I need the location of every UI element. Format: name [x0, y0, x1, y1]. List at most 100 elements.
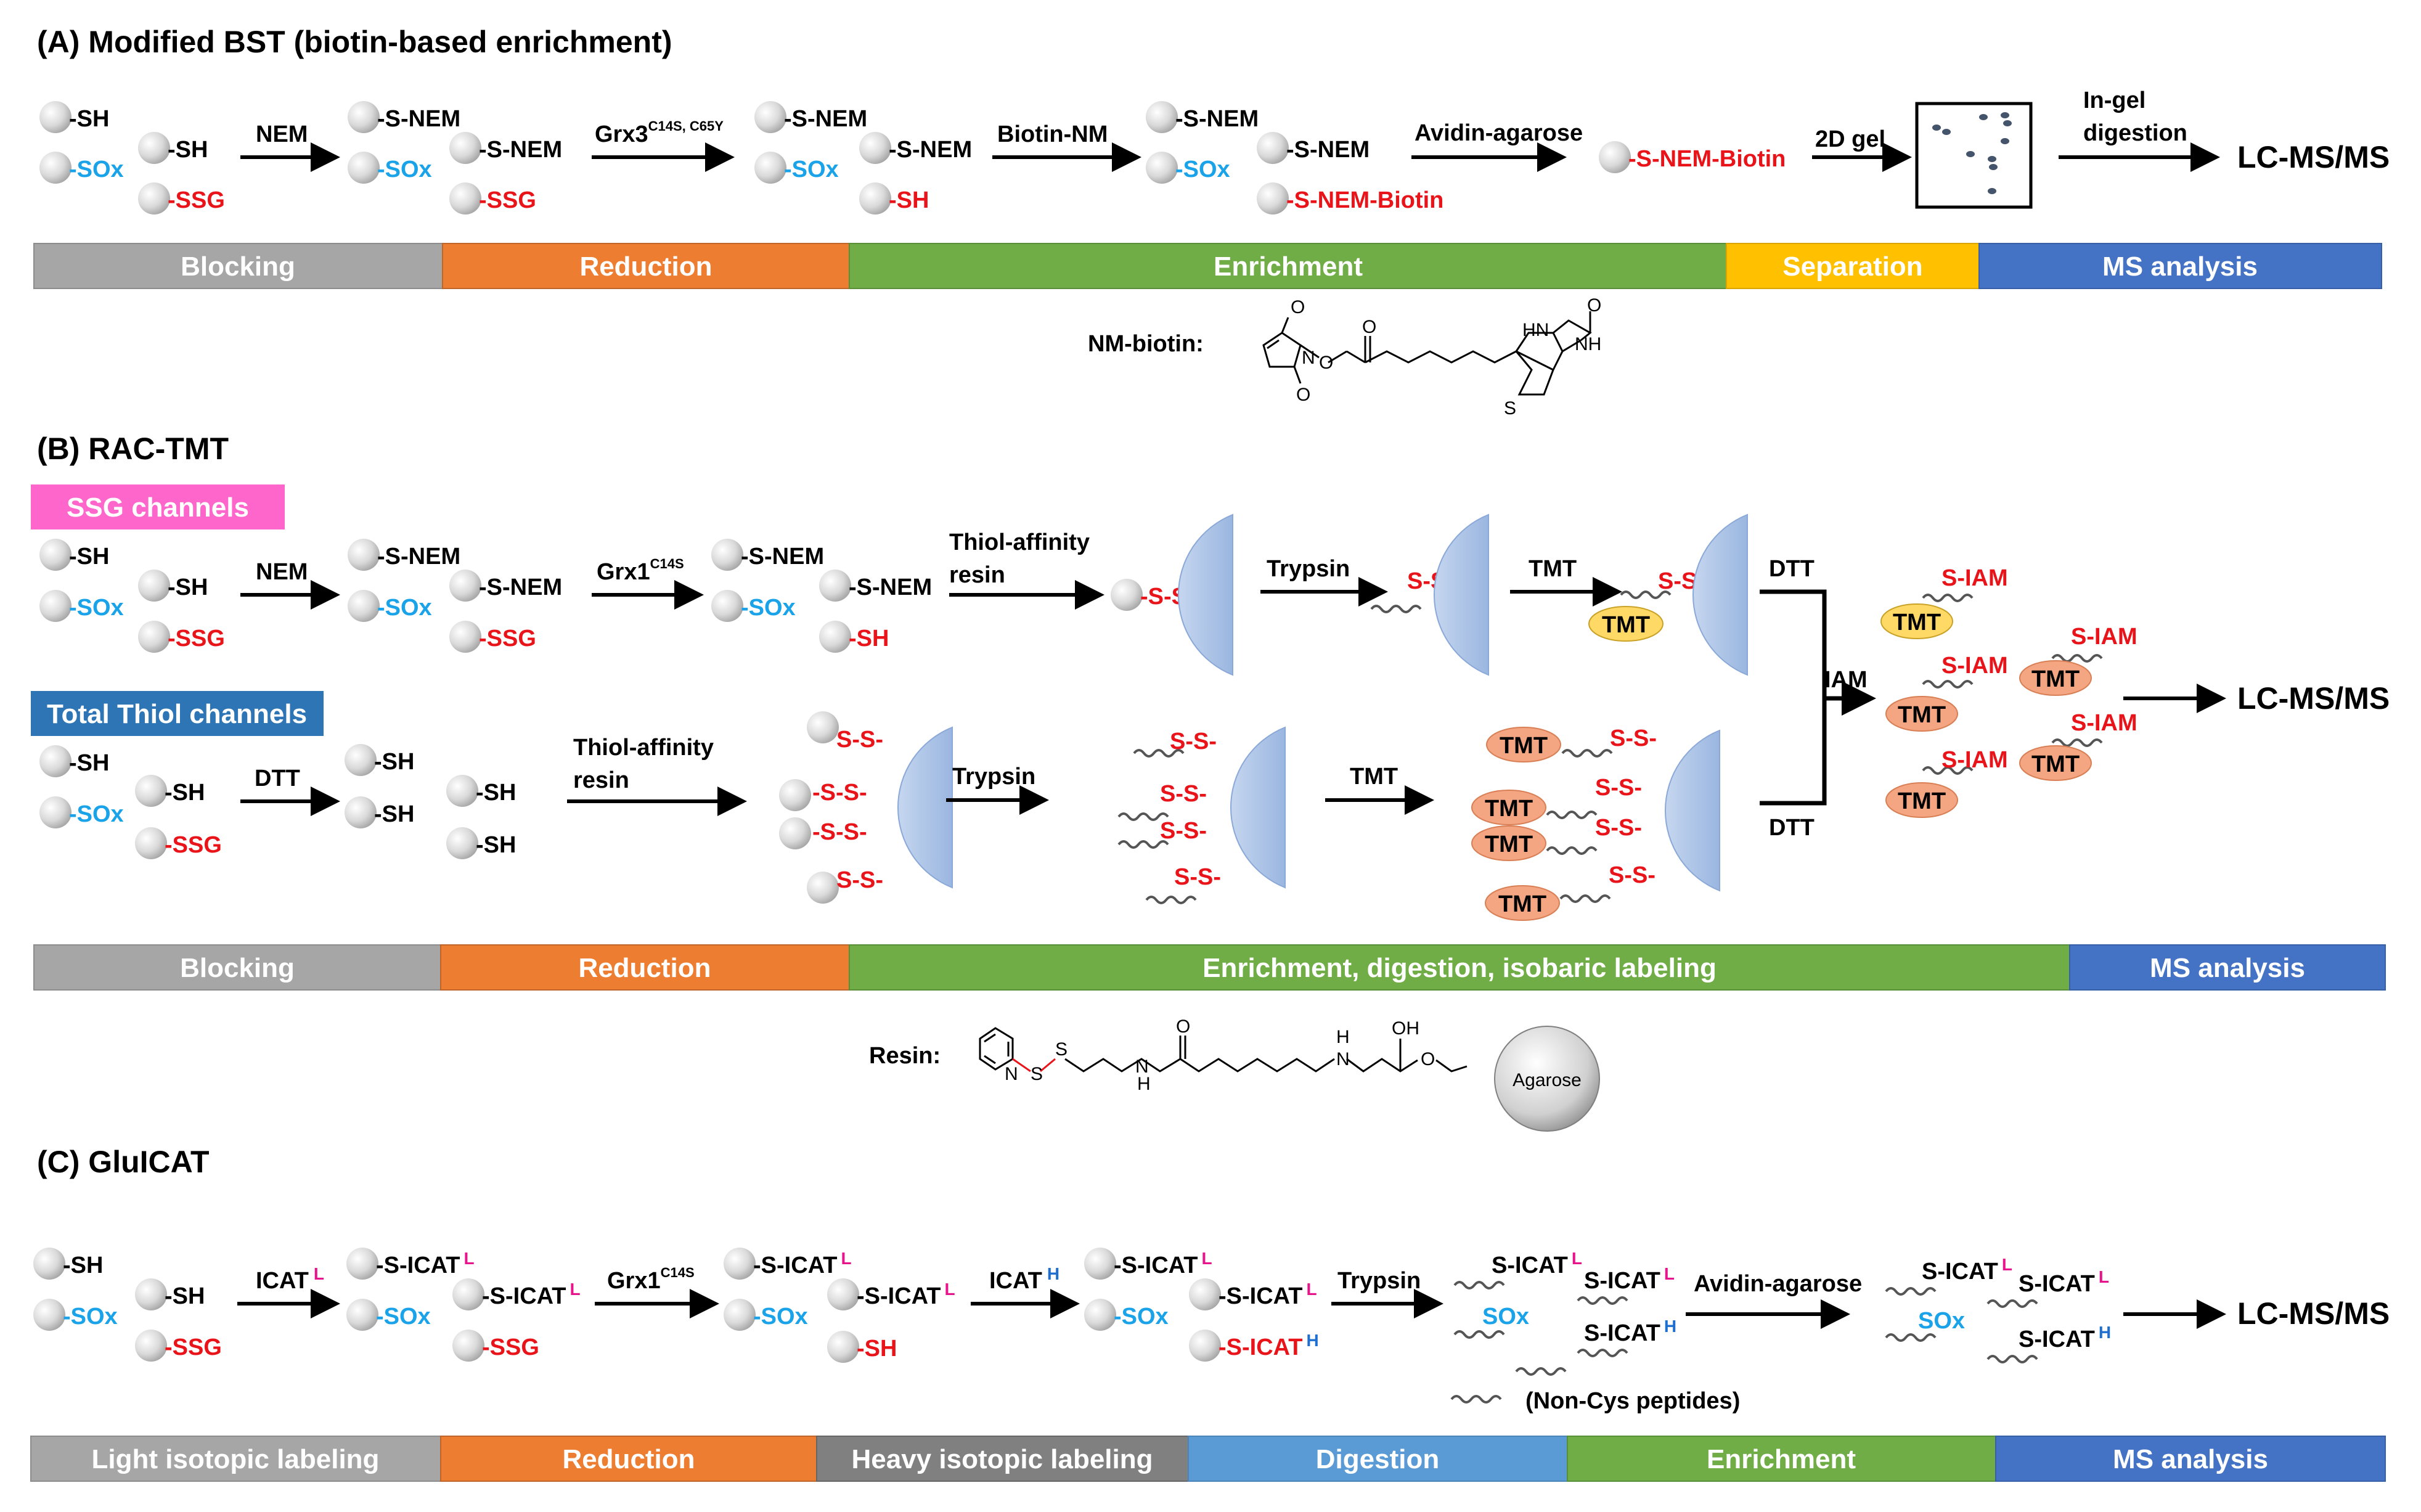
label-sox: -SOx [753, 1304, 808, 1330]
label-snem-biotin-enriched: -S-NEM-Biotin [1628, 146, 1786, 172]
arrow-label-grx1-c: Grx1C14S [607, 1265, 695, 1294]
tmt-label: TMT [1898, 788, 1946, 814]
label-sh: -SH [69, 106, 109, 132]
label-ss: S-S- [836, 867, 883, 893]
arrow-label-avidin-c: Avidin-agarose [1694, 1271, 1862, 1297]
atom-n: N [1135, 1056, 1149, 1077]
label-sox: -SOx [69, 157, 124, 182]
tmt-label: TMT [1485, 796, 1533, 822]
label-sh: -SH [69, 544, 109, 570]
bar-c-reduction: Reduction [562, 1444, 695, 1474]
arrow-label-thiol-2: resin [949, 562, 1005, 588]
b-ssg-stage-1: -SH -SOx -SH -SSG [39, 539, 225, 653]
atom-o: O [1291, 297, 1305, 317]
phase-bar-c: Light isotopic labeling Reduction Heavy … [30, 1436, 2386, 1482]
b-total-stage-2: -SH -SH -SH -SH [345, 744, 516, 859]
arrow-label-thiol-total-2: resin [573, 767, 629, 793]
label-sox: SOx [1918, 1308, 1965, 1334]
label-siam: S-IAM [1941, 747, 2008, 773]
section-b-title: (B) RAC-TMT [37, 431, 229, 466]
bar-a-separation: Separation [1782, 251, 1922, 282]
bar-a-blocking: Blocking [181, 251, 295, 282]
dtt-merge-bracket [1760, 589, 1876, 806]
phase-bar-a: Blocking Reduction Enrichment Separation… [33, 243, 2382, 289]
arrow-label-trypsin-total: Trypsin [952, 764, 1035, 790]
label-ss: S-S- [1170, 729, 1217, 754]
label-ss: -S-S- [812, 819, 867, 845]
label-snem: -S-NEM [377, 544, 460, 570]
c-stage-1: -SH -SOx -SH -SSG [33, 1248, 222, 1362]
phase-bar-b: Blocking Reduction Enrichment, digestion… [33, 944, 2386, 991]
label-sox: -SOx [69, 595, 124, 621]
label-sh-red: -SH [857, 1336, 897, 1362]
resin-label: Resin: [869, 1043, 941, 1069]
tmt-label: TMT [1498, 891, 1546, 917]
atom-nh: NH [1575, 334, 1601, 354]
label-sh: -SH [374, 749, 414, 775]
atom-h: H [1137, 1074, 1151, 1094]
arrow-label-thiol-total-1: Thiol-affinity [573, 735, 714, 761]
atom-s: S [1031, 1064, 1043, 1084]
a-stage-4: -S-NEM -SOx -S-NEM -S-NEM-Biotin [1146, 101, 1443, 215]
arrow-label-tmt-total: TMT [1350, 764, 1398, 790]
a-stage-1: -SH -SOx -SH -SSG [39, 101, 225, 215]
lcmsms-c: LC-MS/MS [2237, 1296, 2390, 1331]
atom-hn: HN [1522, 320, 1549, 340]
total-thiol-label: Total Thiol channels [47, 699, 307, 729]
nm-biotin-label: NM-biotin: [1088, 331, 1204, 357]
label-sh: -SH [168, 137, 208, 163]
b-total-resin-3: TMT S-S- TMT S-S- TMT S-S- TMT S-S- [1471, 725, 1720, 921]
bar-b-enrichment: Enrichment, digestion, isobaric labeling [1202, 953, 1717, 983]
arrow-label-avidin: Avidin-agarose [1415, 120, 1583, 146]
section-c-title: (C) GluICAT [37, 1145, 210, 1179]
label-sox: -SOx [1175, 157, 1230, 182]
a-stage-2: -S-NEM -SOx -S-NEM -SSG [348, 101, 562, 215]
atom-o: O [1296, 385, 1310, 405]
atom-n: N [1302, 348, 1315, 368]
arrow-label-iam: IAM [1824, 667, 1868, 693]
label-ss: S-S- [1609, 862, 1656, 888]
atom-o: O [1421, 1049, 1435, 1069]
atom-h: H [1336, 1027, 1350, 1047]
label-snem: -S-NEM [784, 106, 867, 132]
label-snem: -S-NEM [1286, 137, 1370, 163]
label-ss: -S-S- [812, 780, 867, 806]
label-sh: -SH [476, 780, 516, 806]
label-snem: -S-NEM [741, 544, 824, 570]
label-siam: S-IAM [2071, 624, 2137, 650]
label-sox: -SOx [63, 1304, 118, 1330]
bar-b-reduction: Reduction [578, 953, 711, 983]
lcmsms-a: LC-MS/MS [2237, 140, 2390, 174]
arrow-label-tmt-b1: TMT [1529, 556, 1577, 582]
label-sox: -SOx [377, 157, 432, 182]
label-sh: -SH [374, 801, 414, 827]
label-siam: S-IAM [2071, 710, 2137, 736]
resin-structure [979, 1027, 1468, 1073]
non-cys-label: (Non-Cys peptides) [1525, 1388, 1740, 1414]
tmt-label: TMT [2031, 666, 2080, 692]
label-ssg: -SSG [168, 187, 225, 213]
atom-n: N [1005, 1064, 1018, 1084]
nm-biotin-structure [1262, 311, 1592, 396]
arrow-label-nem-b: NEM [256, 559, 308, 585]
bar-b-blocking: Blocking [180, 953, 295, 983]
atom-n: N [1336, 1049, 1350, 1069]
atom-o: O [1587, 295, 1601, 316]
label-ssg: -SSG [479, 626, 536, 652]
label-snem: -S-NEM [377, 106, 460, 132]
b-ssg-stage-3: -S-NEM -SOx -S-NEM -SH [711, 539, 932, 653]
arrow-label-dtt-b: DTT [255, 766, 300, 791]
atom-oh: OH [1392, 1018, 1419, 1039]
label-ssg: -SSG [479, 187, 536, 213]
